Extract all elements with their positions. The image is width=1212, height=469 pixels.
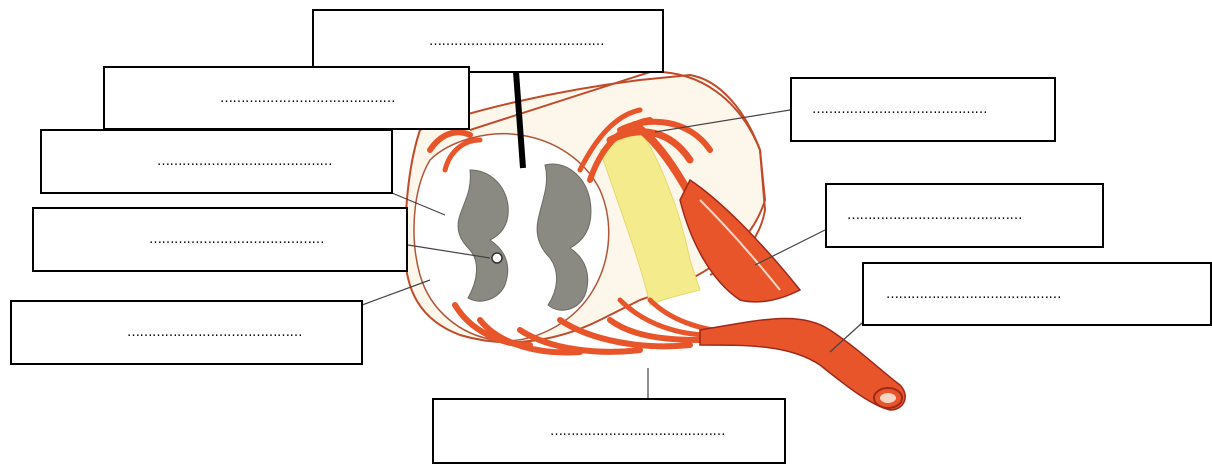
- label-box-left-1: ……………………………………: [103, 66, 470, 130]
- label-box-left-2: ……………………………………: [40, 129, 393, 194]
- label-box-bottom: ……………………………………: [432, 398, 786, 464]
- label-text[interactable]: ……………………………………: [127, 325, 302, 340]
- label-box-top: ……………………………………: [312, 9, 664, 73]
- label-text[interactable]: ……………………………………: [220, 91, 395, 106]
- label-text[interactable]: ……………………………………: [157, 154, 332, 169]
- central-canal: [492, 253, 502, 263]
- label-text[interactable]: ……………………………………: [886, 287, 1061, 302]
- label-text[interactable]: ……………………………………: [812, 102, 987, 117]
- label-box-right-3: ……………………………………: [862, 262, 1212, 326]
- label-text[interactable]: ……………………………………: [550, 424, 725, 439]
- label-text[interactable]: ……………………………………: [429, 34, 604, 49]
- label-text[interactable]: ……………………………………: [847, 208, 1022, 223]
- label-box-right-1: ……………………………………: [790, 77, 1056, 142]
- label-box-left-3: ……………………………………: [32, 207, 408, 272]
- label-box-right-2: ……………………………………: [825, 183, 1104, 248]
- label-text[interactable]: ……………………………………: [149, 232, 324, 247]
- label-box-left-4: ……………………………………: [10, 300, 363, 365]
